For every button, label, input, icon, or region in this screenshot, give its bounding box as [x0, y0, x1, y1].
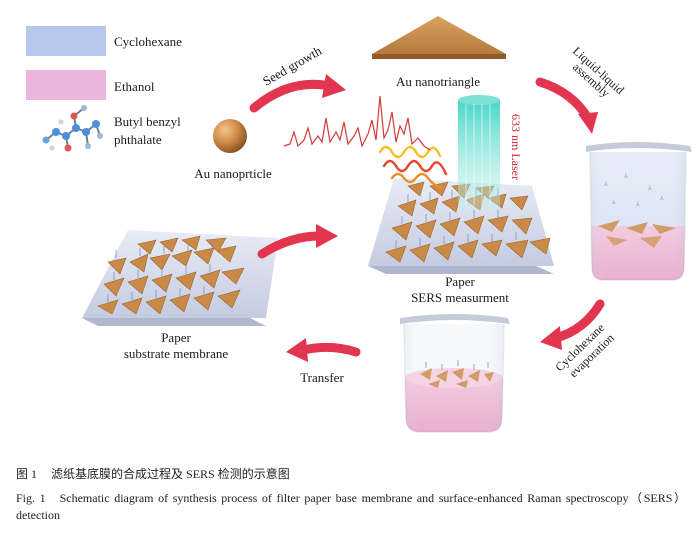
- substrate-label-line2: substrate membrane: [124, 346, 229, 361]
- transfer-arrow: [286, 338, 361, 362]
- au-nanoparticle-sphere: [213, 119, 247, 153]
- scattered-light-waves: [378, 145, 448, 190]
- molecule-label-line2: phthalate: [114, 132, 162, 147]
- au-nanoparticle-label: Au nanoprticle: [194, 166, 272, 181]
- figure-caption-chinese: 图 1 滤纸基底膜的合成过程及 SERS 检测的示意图: [16, 466, 290, 483]
- legend-cyclohexane-label: Cyclohexane: [114, 34, 182, 49]
- legend-cyclohexane-swatch: [26, 26, 106, 56]
- seed-growth-arrow: [249, 74, 346, 113]
- laser-label: 633 nm Laser: [509, 114, 523, 180]
- butyl-benzyl-phthalate-molecule-icon: [42, 105, 103, 152]
- caption-cn-text: 滤纸基底膜的合成过程及 SERS 检测的示意图: [51, 467, 290, 481]
- synthesis-schematic: Cyclohexane Ethanol Butyl benzyl phthala…: [26, 16, 692, 433]
- molecule-label-line1: Butyl benzyl: [114, 114, 181, 129]
- caption-cn-fig-number: 图 1: [16, 467, 38, 481]
- laser-beam: [458, 95, 500, 210]
- au-nanotriangle-plate: [372, 16, 506, 59]
- assembly-arrow: [535, 77, 598, 134]
- sers-label-line2: SERS measurment: [411, 290, 509, 305]
- caption-en-fig-number: Fig. 1: [16, 491, 46, 505]
- substrate-label-line1: Paper: [161, 330, 191, 345]
- measurement-arrow: [257, 224, 338, 259]
- evaporation-beaker: [400, 314, 510, 433]
- raman-spectrum: [283, 95, 431, 151]
- transfer-label: Transfer: [300, 370, 344, 385]
- evaporation-arrow: [540, 299, 605, 350]
- legend-ethanol-label: Ethanol: [114, 79, 155, 94]
- assembly-beaker: ⅄⅄⅄ ⅄⅄⅄: [586, 142, 692, 281]
- au-nanotriangle-label: Au nanotriangle: [396, 74, 480, 89]
- legend-ethanol-swatch: [26, 70, 106, 100]
- caption-en-text: Schematic diagram of synthesis process o…: [16, 491, 686, 522]
- sers-label-line1: Paper: [445, 274, 475, 289]
- paper-substrate-membrane: [82, 230, 278, 326]
